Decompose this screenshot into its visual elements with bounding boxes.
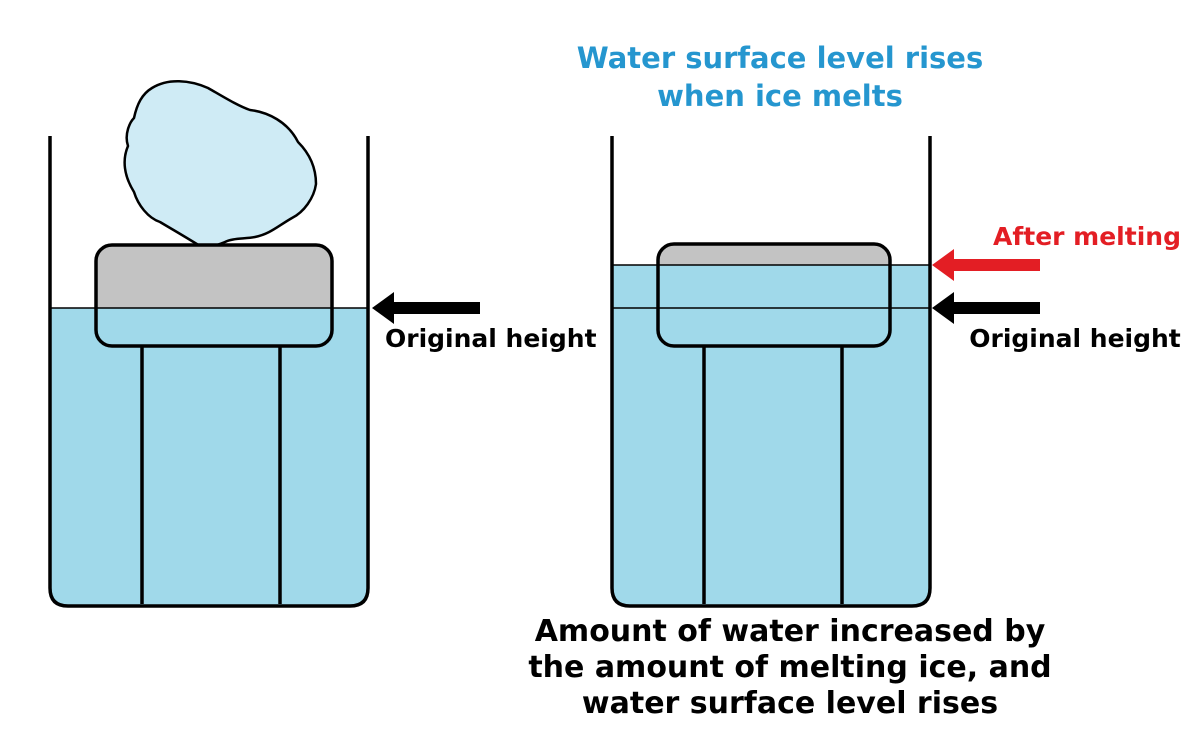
caption-line-1: Amount of water increased by	[535, 614, 1046, 649]
right-beaker	[610, 136, 932, 608]
right-original-arrow	[932, 292, 1040, 324]
left-original-arrow	[372, 292, 480, 324]
right-block-outline	[656, 242, 892, 348]
left-original-label: Original height	[385, 324, 597, 353]
right-beaker-outline	[610, 136, 932, 608]
left-water	[50, 308, 368, 606]
right-original-label: Original height	[969, 324, 1181, 353]
left-beaker	[48, 80, 370, 608]
after-melting-label: After melting	[993, 222, 1181, 251]
caption-line-3: water surface level rises	[582, 686, 998, 721]
right-block-submerged	[658, 265, 890, 346]
left-beaker-outline	[48, 136, 370, 608]
caption-line-2: the amount of melting ice, and	[528, 650, 1051, 685]
left-pedestal	[140, 346, 282, 604]
title-line-2: when ice melts	[657, 79, 903, 113]
left-block-outline	[94, 243, 334, 348]
left-block-submerged	[96, 308, 332, 346]
right-pedestal	[702, 346, 844, 604]
left-ice-chunk	[123, 80, 318, 249]
after-melting-arrow	[932, 249, 1040, 281]
title-line-1: Water surface level rises	[577, 41, 983, 75]
right-water	[612, 265, 930, 606]
